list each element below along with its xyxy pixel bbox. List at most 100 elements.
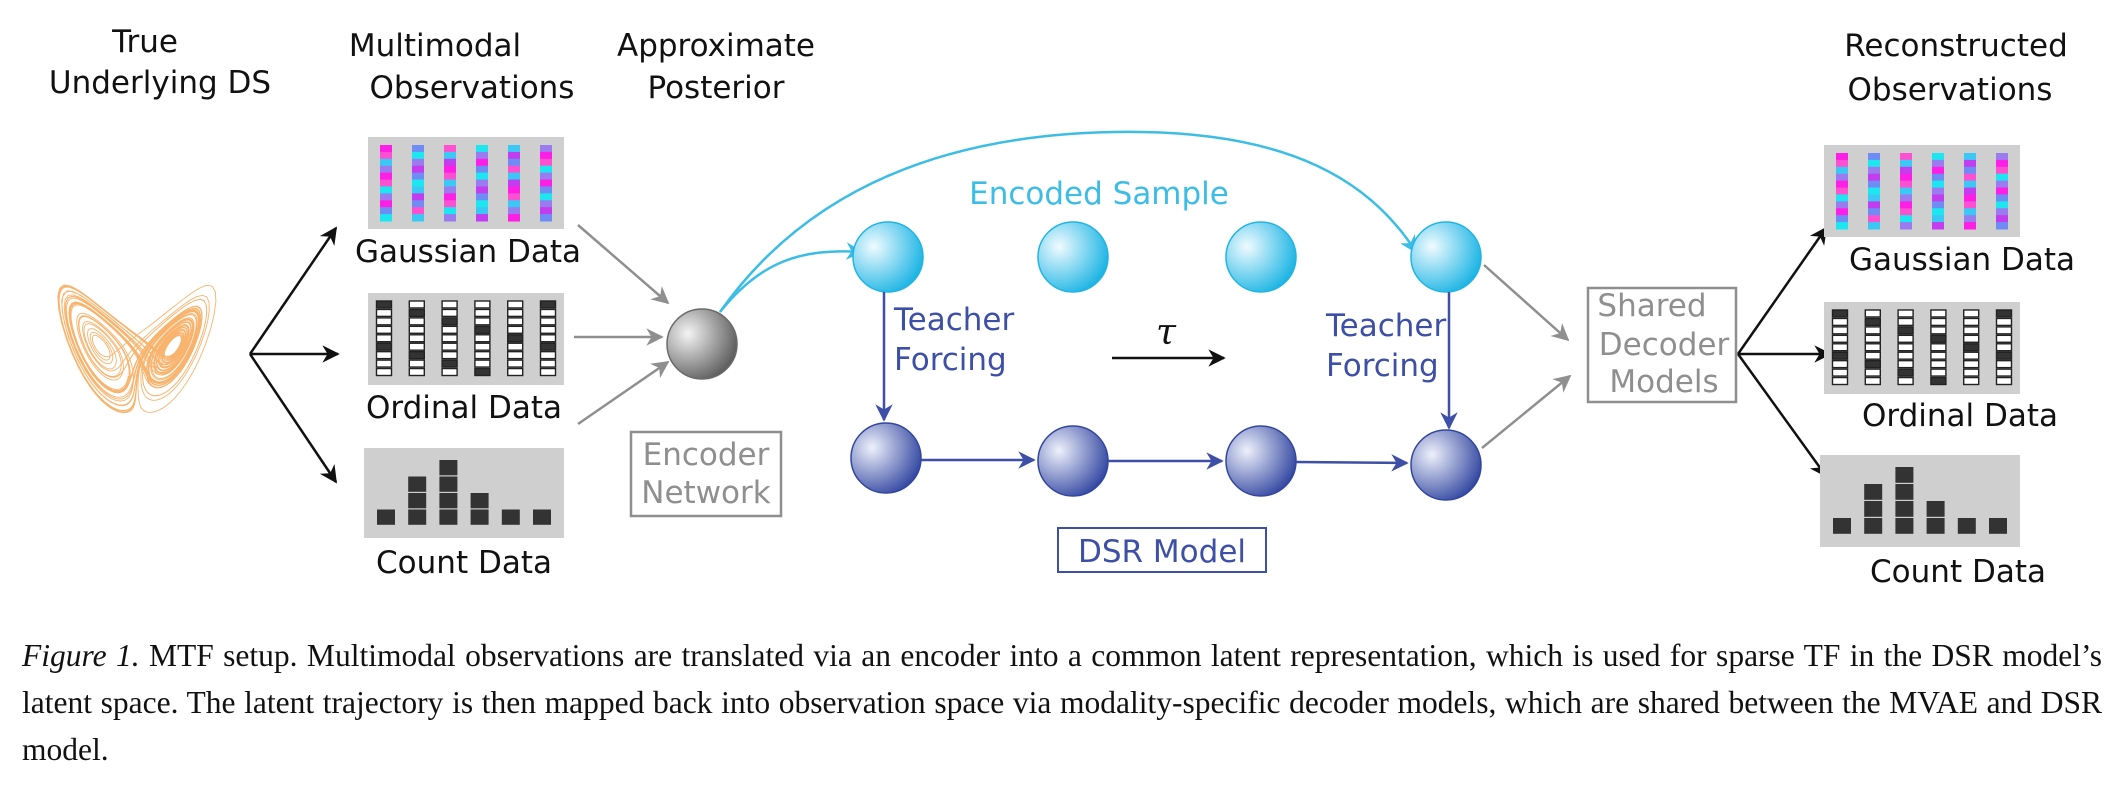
gaussian-cell xyxy=(1964,201,1976,209)
gaussian-cell xyxy=(540,193,552,201)
ordinal-cell xyxy=(1897,359,1914,369)
ordinal-cell xyxy=(539,334,557,343)
gaussian-cell xyxy=(1868,208,1880,216)
gaussian-cell xyxy=(1964,159,1976,168)
gaussian-cell xyxy=(508,186,520,194)
ordinal-cell xyxy=(408,350,425,360)
gaussian-cell xyxy=(476,207,488,215)
ordinal-cell xyxy=(539,308,557,318)
ordinal-cell xyxy=(1831,351,1849,360)
ordinal-cell xyxy=(1897,351,1914,360)
gaussian-cell xyxy=(1932,159,1944,168)
ordinal-cell xyxy=(1864,359,1882,369)
gaussian-cell xyxy=(380,145,392,153)
ordinal-cell xyxy=(539,359,557,368)
gaussian-cell xyxy=(540,186,552,194)
ordinal-cell xyxy=(441,317,458,326)
ordinal-cell xyxy=(1930,351,1947,360)
gaussian-cell xyxy=(508,158,520,167)
gaussian-cell xyxy=(444,158,456,167)
gaussian-cell xyxy=(476,214,488,222)
lorenz-attractor-plot xyxy=(57,284,217,414)
gaussian-cell xyxy=(1868,215,1880,223)
count-data-label: Count Data xyxy=(376,545,552,581)
count-bar xyxy=(1895,467,1914,483)
gaussian-cell xyxy=(412,158,424,167)
gaussian-cell xyxy=(1996,215,2008,223)
ordinal-cell xyxy=(1831,343,1849,352)
gaussian-cell xyxy=(540,179,552,187)
ordinal-cell xyxy=(507,317,524,326)
gaussian-cell xyxy=(508,214,520,222)
ordinal-cell xyxy=(474,334,491,343)
encoded-node xyxy=(1410,221,1482,293)
ordinal-cell xyxy=(1995,368,2013,377)
gaussian-cell xyxy=(540,158,552,167)
ordinal-cell xyxy=(1962,368,1980,377)
gaussian-cell xyxy=(1868,180,1880,189)
ordinal-cell xyxy=(375,342,393,351)
panel-background xyxy=(1824,145,2020,237)
ordinal-cell xyxy=(1930,359,1947,369)
ordinal-cell xyxy=(474,308,491,318)
ordinal-cell xyxy=(441,359,458,368)
gaussian-cell xyxy=(1900,187,1912,195)
gaussian-cell xyxy=(1932,208,1944,216)
count-bar xyxy=(1926,501,1945,517)
ordinal-cell xyxy=(441,308,458,318)
ordinal-cell xyxy=(507,342,524,351)
ordinal-cell xyxy=(1962,309,1980,318)
count-bar xyxy=(439,509,458,525)
header-reconstructed-line2: Observations xyxy=(1848,72,2053,108)
ordinal-cell xyxy=(474,359,491,368)
ordinal-cell xyxy=(1930,317,1947,327)
ordinal-cell xyxy=(1831,359,1849,369)
ordinal-cell xyxy=(1995,351,2013,360)
gaussian-cell xyxy=(444,145,456,153)
ordinal-cell xyxy=(474,317,491,326)
ordinal-cell xyxy=(408,317,425,326)
ordinal-cell xyxy=(507,308,524,318)
encoder-label-line2: Network xyxy=(641,475,770,511)
dsr-model-label: DSR Model xyxy=(1078,534,1246,570)
ordinal-cell xyxy=(1930,368,1947,377)
gaussian-cell xyxy=(1836,173,1848,182)
panel-background xyxy=(1824,302,2020,394)
ordinal-cell xyxy=(1962,326,1980,335)
encoder-input-arrows xyxy=(574,224,670,426)
gaussian-cell xyxy=(1836,194,1848,202)
gaussian-cell xyxy=(412,207,424,215)
gaussian-cell xyxy=(508,207,520,215)
count-bar xyxy=(470,493,489,509)
gaussian-cell xyxy=(476,200,488,208)
encoder-network-box xyxy=(629,430,783,518)
ordinal-cell xyxy=(1864,334,1882,343)
panel-background xyxy=(368,137,564,229)
gaussian-cell xyxy=(508,172,520,181)
gaussian-cell xyxy=(1900,173,1912,182)
gaussian-cell xyxy=(1964,173,1976,182)
ordinal-cell xyxy=(539,325,557,334)
gaussian-cell xyxy=(1996,201,2008,209)
ordinal-cell xyxy=(474,342,491,351)
gaussian-cell xyxy=(380,193,392,201)
gaussian-cell xyxy=(444,165,456,174)
gaussian-cell xyxy=(540,214,552,222)
ordinal-cell xyxy=(1897,376,1914,386)
gaussian-cell xyxy=(444,151,456,160)
ordinal-cell xyxy=(1962,359,1980,369)
ordinal-cell xyxy=(408,367,425,377)
encoded-node xyxy=(1037,221,1109,293)
gaussian-cell xyxy=(1836,201,1848,209)
gaussian-cell xyxy=(1996,166,2008,175)
ordinal-cell xyxy=(1831,326,1849,335)
gaussian-cell xyxy=(412,200,424,208)
ordinal-cell xyxy=(375,359,393,368)
gaussian-cell xyxy=(444,186,456,194)
dsr-model-box xyxy=(1057,527,1267,573)
gaussian-cell xyxy=(1932,215,1944,223)
gaussian-cell xyxy=(1900,180,1912,189)
attractor-trajectory xyxy=(57,284,217,414)
tau-symbol: τ xyxy=(1156,312,1177,353)
